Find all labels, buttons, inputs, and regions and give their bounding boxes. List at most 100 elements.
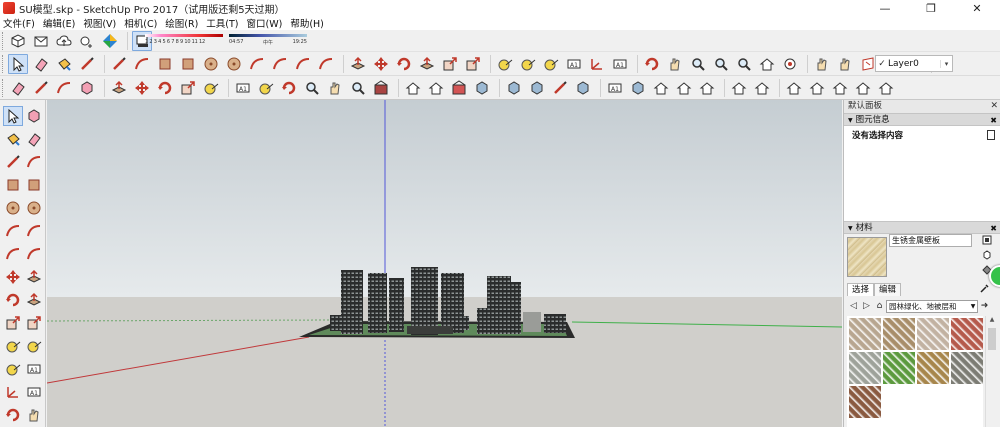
polygon-icon[interactable]: [224, 54, 244, 74]
envelope-icon[interactable]: [31, 31, 51, 51]
pan-icon[interactable]: [24, 405, 44, 425]
axes-icon[interactable]: [3, 382, 23, 402]
left-view-icon[interactable]: [784, 78, 804, 98]
material-swatch[interactable]: [849, 352, 881, 384]
rotate-icon[interactable]: [155, 78, 175, 98]
material-swatch[interactable]: [951, 318, 983, 350]
select-icon[interactable]: [3, 106, 23, 126]
home-icon[interactable]: ⌂: [876, 301, 883, 311]
material-swatch[interactable]: [883, 318, 915, 350]
menu-file[interactable]: 文件(F): [3, 19, 35, 30]
material-preview-swatch[interactable]: [847, 237, 887, 277]
move-icon[interactable]: [371, 54, 391, 74]
pencil-icon[interactable]: [77, 54, 97, 74]
tab-select[interactable]: 选择: [847, 283, 875, 296]
toolbar-grip[interactable]: [2, 54, 5, 73]
three-point-arc-icon[interactable]: [293, 54, 313, 74]
pan-icon[interactable]: [665, 54, 685, 74]
house-front-icon[interactable]: [830, 78, 850, 98]
scroll-thumb[interactable]: [988, 328, 996, 350]
3d-text-icon[interactable]: A1: [610, 54, 630, 74]
follow-me-icon[interactable]: [24, 290, 44, 310]
walk-icon[interactable]: [812, 54, 832, 74]
arc-icon[interactable]: [54, 78, 74, 98]
3d-text-icon[interactable]: A1: [24, 382, 44, 402]
back-view-icon[interactable]: [752, 78, 772, 98]
material-collection-select[interactable]: 园林绿化、地被层和 ▼: [886, 299, 978, 313]
entity-toggle-icon[interactable]: [987, 130, 995, 140]
materials-header[interactable]: ▼材料 ✖: [844, 221, 1000, 234]
tape-measure-icon[interactable]: [495, 54, 515, 74]
material-swatch[interactable]: [917, 352, 949, 384]
toolbar-grip[interactable]: [2, 31, 5, 50]
line-icon[interactable]: [109, 54, 129, 74]
zoom-icon[interactable]: [688, 54, 708, 74]
protractor-icon[interactable]: [256, 78, 276, 98]
follow-me-icon[interactable]: [417, 54, 437, 74]
look-around-icon[interactable]: [835, 54, 855, 74]
scale-icon[interactable]: [3, 313, 23, 333]
push-pull-icon[interactable]: [24, 267, 44, 287]
rectangle-icon[interactable]: [155, 54, 175, 74]
rectangle-icon[interactable]: [3, 175, 23, 195]
material-swatch[interactable]: [917, 318, 949, 350]
pan-icon[interactable]: [325, 78, 345, 98]
scroll-up-icon[interactable]: ▲: [989, 316, 995, 323]
axes-icon[interactable]: [587, 54, 607, 74]
tape-measure-icon[interactable]: [201, 78, 221, 98]
zoom-window-icon[interactable]: [711, 54, 731, 74]
material-name-field[interactable]: 生锈金属壁板: [889, 234, 972, 247]
toolbar-grip[interactable]: [2, 78, 5, 97]
make-component-icon[interactable]: [24, 106, 44, 126]
minimize-button[interactable]: —: [879, 1, 891, 15]
pencil-icon[interactable]: [3, 152, 23, 172]
freehand-icon[interactable]: [132, 54, 152, 74]
two-point-arc-icon[interactable]: [270, 54, 290, 74]
material-swatch[interactable]: [849, 318, 881, 350]
floating-green-button[interactable]: [989, 265, 1000, 287]
close-button[interactable]: ✕: [972, 1, 982, 15]
tab-edit[interactable]: 编辑: [874, 283, 902, 296]
tape-measure-icon[interactable]: [3, 336, 23, 356]
arc-icon[interactable]: [247, 54, 267, 74]
orbit-icon[interactable]: [642, 54, 662, 74]
back-edges-icon[interactable]: [504, 78, 524, 98]
polygon-icon[interactable]: [24, 198, 44, 218]
menu-draw[interactable]: 绘图(R): [165, 19, 199, 30]
freehand-icon[interactable]: [24, 152, 44, 172]
sample-paint-icon[interactable]: [980, 283, 990, 296]
wireframe-icon[interactable]: [527, 78, 547, 98]
orbit-icon[interactable]: [279, 78, 299, 98]
protractor-icon[interactable]: [541, 54, 561, 74]
house-back-icon[interactable]: [853, 78, 873, 98]
position-camera-icon[interactable]: [780, 54, 800, 74]
arc-icon[interactable]: [3, 221, 23, 241]
offset-icon[interactable]: [24, 313, 44, 333]
sandbox-icon[interactable]: [371, 78, 391, 98]
pin-icon[interactable]: ✖: [990, 224, 997, 233]
share-model-icon[interactable]: [449, 78, 469, 98]
rotate-icon[interactable]: [3, 290, 23, 310]
swatch-scrollbar[interactable]: ▲: [985, 316, 997, 427]
shape-icon[interactable]: [77, 78, 97, 98]
xray-icon[interactable]: [472, 78, 492, 98]
collapse-triangle-icon[interactable]: ▼: [848, 225, 853, 232]
menu-camera[interactable]: 相机(C): [124, 19, 158, 30]
pencil-icon[interactable]: [31, 78, 51, 98]
collapse-triangle-icon[interactable]: ▼: [848, 117, 853, 124]
right-view-icon[interactable]: [729, 78, 749, 98]
layer-dropdown[interactable]: ✓ Layer0 ▾: [875, 55, 953, 72]
pie-icon[interactable]: [316, 54, 336, 74]
pie-icon[interactable]: [24, 244, 44, 264]
cloud-upload-icon[interactable]: [54, 31, 74, 51]
eraser-icon[interactable]: [31, 54, 51, 74]
pin-icon[interactable]: ✖: [990, 116, 997, 125]
time-slider[interactable]: [229, 34, 307, 37]
section-plane-icon[interactable]: [858, 54, 878, 74]
zoom-extents-icon[interactable]: [348, 78, 368, 98]
paint-bucket-icon[interactable]: [54, 54, 74, 74]
text-icon[interactable]: A1: [24, 359, 44, 379]
monochrome-icon[interactable]: [628, 78, 648, 98]
warehouse-icon[interactable]: [403, 78, 423, 98]
eraser-icon[interactable]: [24, 129, 44, 149]
